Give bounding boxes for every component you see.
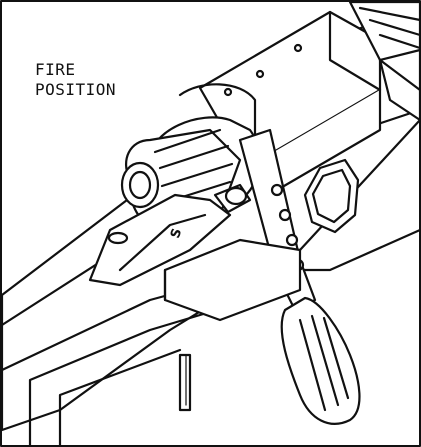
safety-plate — [88, 183, 252, 287]
trigger — [178, 353, 192, 412]
rail-fins — [348, 0, 421, 122]
caption-line-position: POSITION — [35, 80, 117, 99]
lower-block — [163, 238, 302, 322]
receiver — [198, 10, 382, 202]
caption-line-fire: FIRE — [35, 60, 76, 79]
hex-nut — [303, 158, 360, 234]
caption-label: FIRE POSITION — [33, 60, 119, 100]
